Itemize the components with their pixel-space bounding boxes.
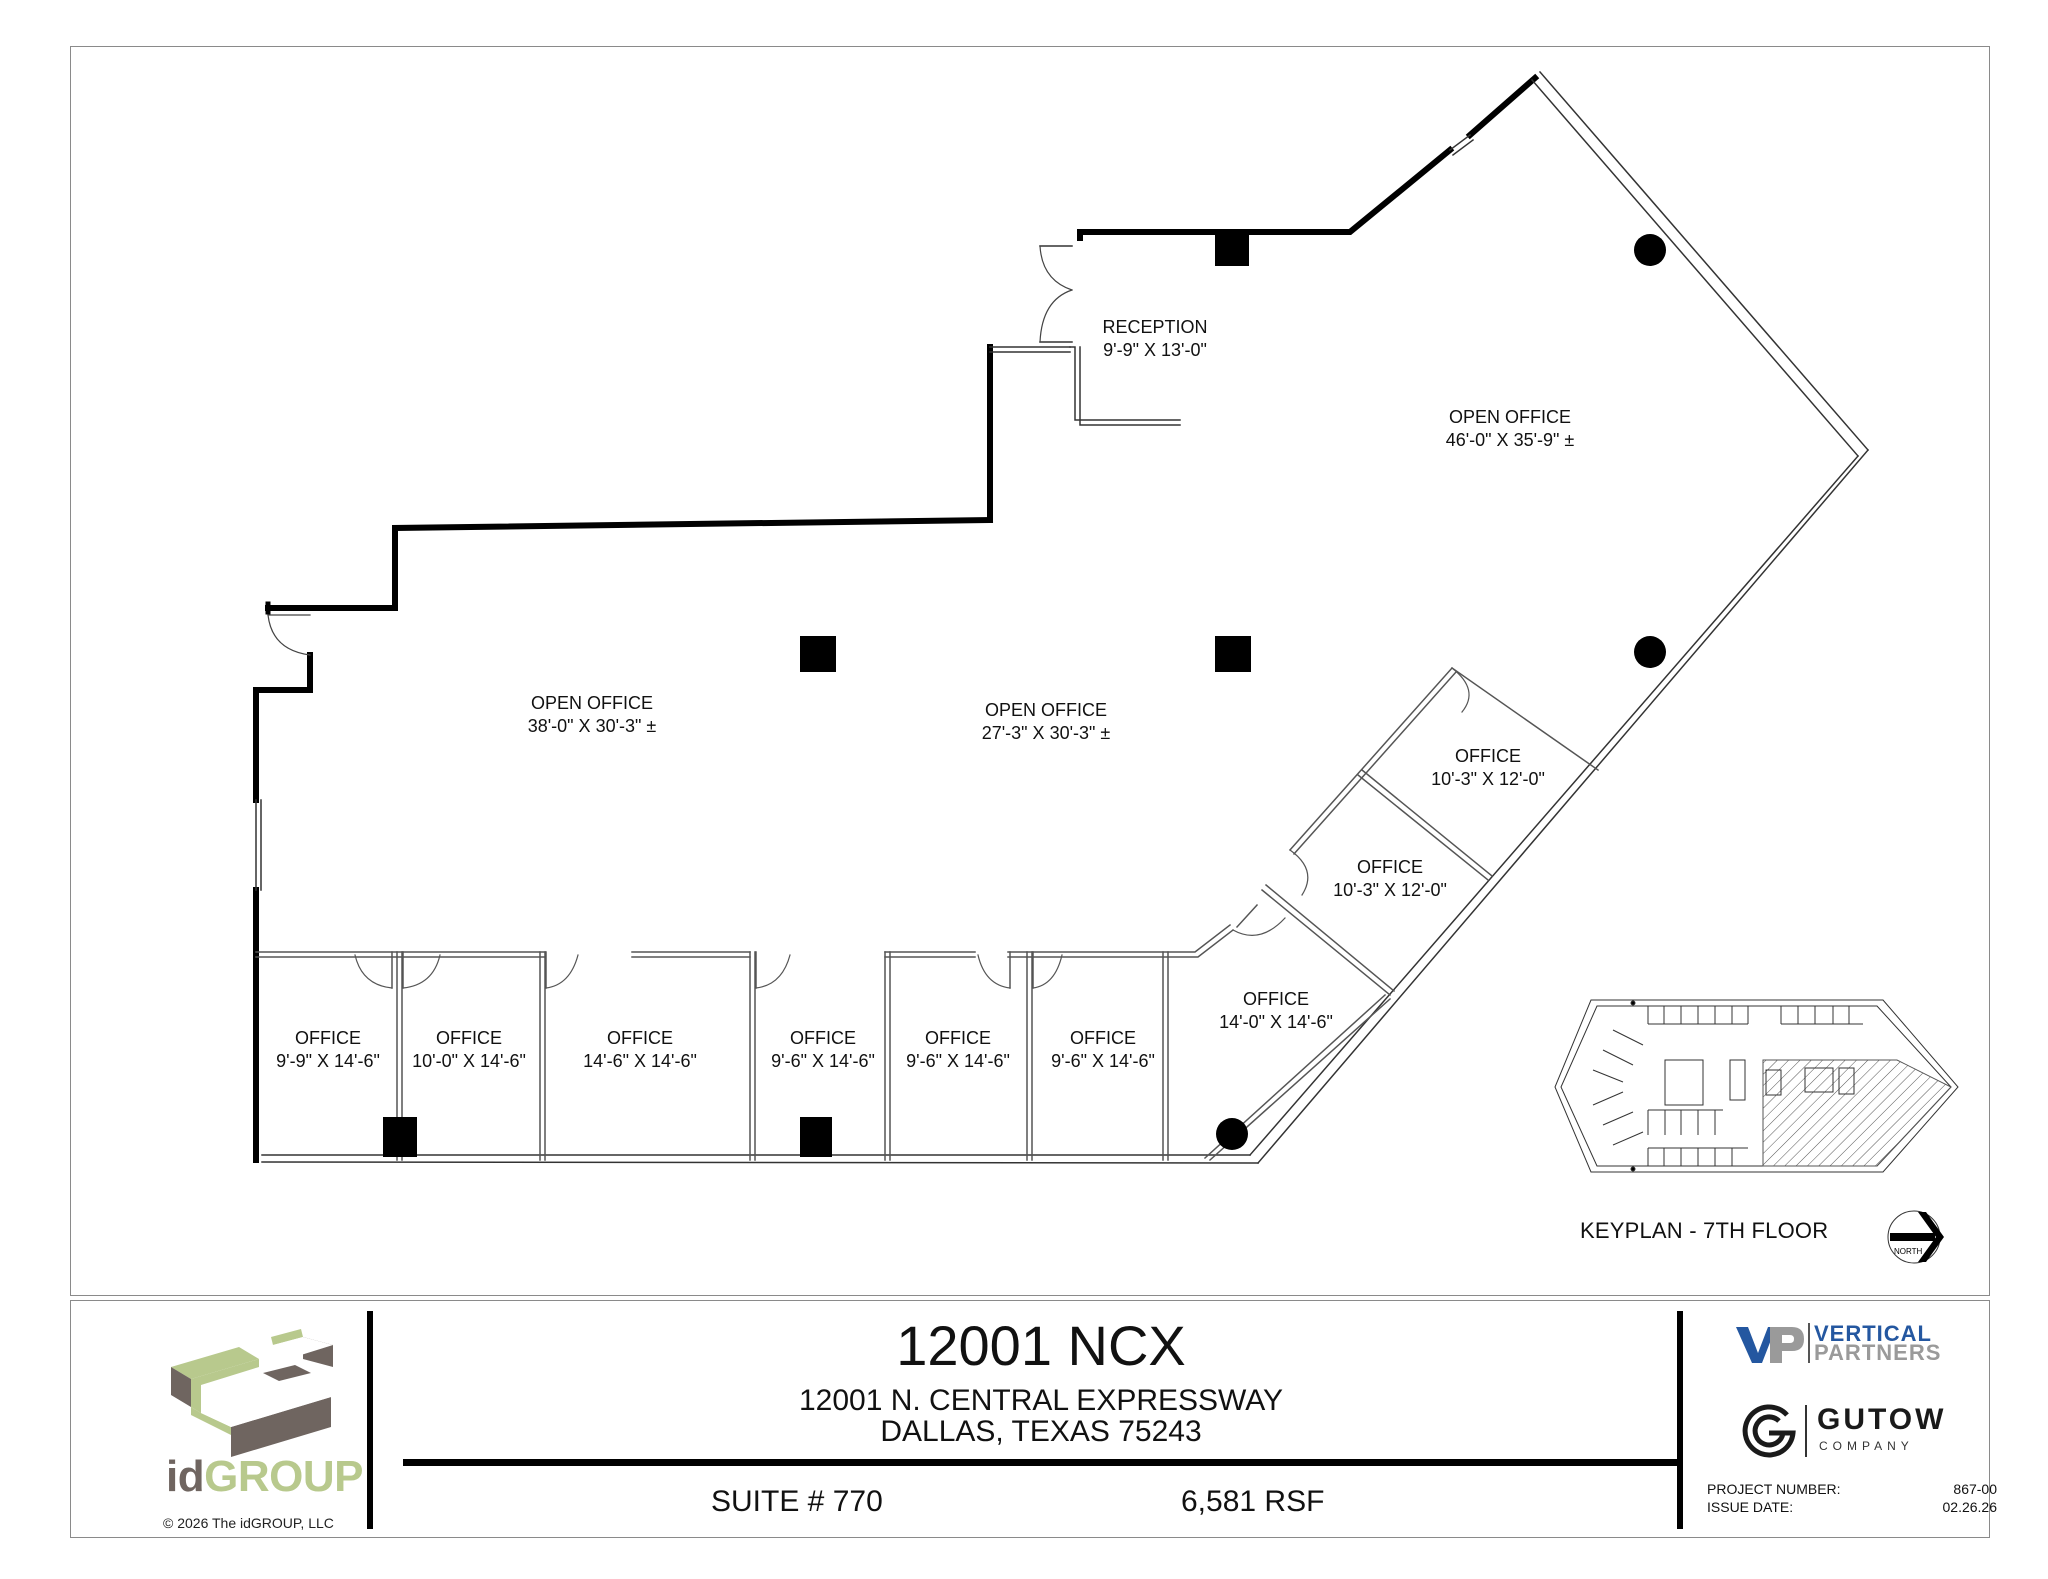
- titleblock-divider-right: [1677, 1311, 1683, 1529]
- room-size: 9'-6" X 14'-6": [906, 1051, 1010, 1071]
- gutow-name: GUTOW: [1817, 1403, 1947, 1436]
- square-column-icon: [1215, 636, 1251, 672]
- gutow-mark-icon: [1742, 1404, 1796, 1458]
- room-name: OPEN OFFICE: [530, 693, 653, 713]
- office-partitions: [255, 923, 1235, 1161]
- vp-name-line1: VERTICAL: [1814, 1321, 1932, 1346]
- structural-columns: [383, 230, 1666, 1157]
- north-arrow-icon: NORTH: [1887, 1210, 1944, 1264]
- room-size: 14'-0" X 14'-6": [1219, 1012, 1333, 1032]
- room-label-open-office-ne: OPEN OFFICE 46'-0" X 35'-9" ±: [1446, 406, 1575, 452]
- svg-text:NORTH: NORTH: [1894, 1247, 1923, 1256]
- gutow-company-logo: GUTOW COMPANY: [1739, 1401, 1979, 1461]
- room-label-open-office-c: OPEN OFFICE 27'-3" X 30'-3" ±: [982, 699, 1111, 745]
- address-line-1: 12001 N. CENTRAL EXPRESSWAY: [798, 1384, 1284, 1417]
- diagonal-office-partitions: [1203, 666, 1600, 1162]
- room-label-office-1: OFFICE 9'-9" X 14'-6": [276, 1027, 380, 1073]
- floor-plan: NORTH: [253, 70, 1959, 1264]
- room-name: OFFICE: [1069, 1028, 1136, 1048]
- issue-date-row: ISSUE DATE: 02.26.26: [1707, 1499, 1997, 1515]
- drawing-sheet-border: [70, 46, 1990, 1296]
- round-column-icon: [1634, 636, 1666, 668]
- room-label-office-4: OFFICE 9'-6" X 14'-6": [771, 1027, 875, 1073]
- room-label-reception: RECEPTION 9'-9" X 13'-0": [1102, 316, 1207, 362]
- room-size: 10'-3" X 12'-0": [1333, 880, 1447, 900]
- round-column-icon: [1216, 1118, 1248, 1150]
- project-number-row: PROJECT NUMBER: 867-00: [1707, 1481, 1997, 1497]
- curtain-wall: [255, 70, 1870, 1165]
- title-block: idGROUP © 2026 The idGROUP, LLC 12001 NC…: [70, 1300, 1997, 1538]
- address-line-2: DALLAS, TEXAS 75243: [880, 1415, 1202, 1448]
- square-column-icon: [800, 636, 836, 672]
- rentable-area: 6,581 RSF: [1181, 1485, 1325, 1518]
- room-size: 38'-0" X 30'-3" ±: [527, 716, 657, 736]
- vertical-partners-logo: VERTICAL PARTNERS: [1736, 1321, 1976, 1369]
- room-name: OPEN OFFICE: [1448, 407, 1571, 427]
- vp-mark-icon: [1736, 1327, 1804, 1363]
- square-column-icon: [800, 1117, 832, 1157]
- room-size: 10'-3" X 12'-0": [1431, 769, 1545, 789]
- room-name: OFFICE: [607, 1028, 673, 1048]
- keyplan-title: KEYPLAN - 7TH FLOOR: [1580, 1218, 1829, 1243]
- room-name: OFFICE: [294, 1028, 361, 1048]
- west-door: [267, 614, 311, 656]
- room-size: 9'-9" X 13'-0": [1103, 340, 1207, 360]
- room-name: OFFICE: [924, 1028, 991, 1048]
- room-size: 46'-0" X 35'-9" ±: [1445, 430, 1575, 450]
- keyplan-7th-floor: [1554, 999, 1959, 1173]
- square-column-icon: [383, 1117, 417, 1157]
- room-name: OFFICE: [1455, 746, 1521, 766]
- room-name: RECEPTION: [1102, 317, 1208, 337]
- room-name: OFFICE: [1243, 989, 1309, 1009]
- idgroup-mark-icon: [171, 1329, 333, 1457]
- building-address: 12001 N. CENTRAL EXPRESSWAY DALLAS, TEXA…: [381, 1385, 1701, 1447]
- building-name: 12001 NCX: [896, 1314, 1186, 1377]
- round-column-icon: [1634, 234, 1666, 266]
- room-size: 9'-9" X 14'-6": [276, 1051, 380, 1071]
- room-label-office-corner: OFFICE 14'-0" X 14'-6": [1219, 988, 1333, 1034]
- room-label-office-2: OFFICE 10'-0" X 14'-6": [412, 1027, 526, 1073]
- room-size: 14'-6" X 14'-6": [583, 1051, 697, 1071]
- suite-number: SUITE # 770: [711, 1485, 883, 1518]
- room-label-office-6: OFFICE 9'-6" X 14'-6": [1051, 1027, 1155, 1073]
- issue-date-value: 02.26.26: [1942, 1499, 1998, 1515]
- room-name: OPEN OFFICE: [984, 700, 1107, 720]
- project-number-label: PROJECT NUMBER:: [1707, 1481, 1841, 1497]
- idgroup-wordmark: idGROUP: [166, 1452, 363, 1501]
- room-name: OFFICE: [1357, 857, 1423, 877]
- room-size: 9'-6" X 14'-6": [1051, 1051, 1155, 1071]
- idgroup-logo: idGROUP © 2026 The idGROUP, LLC: [111, 1317, 401, 1531]
- titleblock-divider-left: [367, 1311, 373, 1529]
- gutow-divider: [1805, 1405, 1807, 1457]
- issue-date-label: ISSUE DATE:: [1707, 1499, 1794, 1515]
- titleblock-rule: [403, 1459, 1679, 1466]
- gutow-subname: COMPANY: [1819, 1439, 1914, 1453]
- reception-double-door: [1039, 245, 1073, 343]
- vp-name-line2: PARTNERS: [1814, 1340, 1942, 1365]
- room-label-office-3: OFFICE 14'-6" X 14'-6": [583, 1027, 697, 1073]
- room-size: 9'-6" X 14'-6": [771, 1051, 875, 1071]
- room-name: OFFICE: [789, 1028, 856, 1048]
- room-label-open-office-w: OPEN OFFICE 38'-0" X 30'-3" ±: [528, 692, 657, 738]
- room-size: 27'-3" X 30'-3" ±: [981, 723, 1111, 743]
- room-name: OFFICE: [436, 1028, 502, 1048]
- reception-walls: [989, 245, 1181, 426]
- room-label-office-5: OFFICE 9'-6" X 14'-6": [906, 1027, 1010, 1073]
- copyright: © 2026 The idGROUP, LLC: [163, 1515, 334, 1531]
- project-number-value: 867-00: [1953, 1481, 1997, 1497]
- exterior-wall-heavy: [253, 73, 1540, 1163]
- room-size: 10'-0" X 14'-6": [412, 1051, 526, 1071]
- vp-divider: [1808, 1323, 1810, 1363]
- room-label-office-diag-2: OFFICE 10'-3" X 12'-0": [1333, 856, 1447, 902]
- room-label-office-diag-1: OFFICE 10'-3" X 12'-0": [1431, 745, 1545, 791]
- square-column-icon: [1215, 230, 1249, 266]
